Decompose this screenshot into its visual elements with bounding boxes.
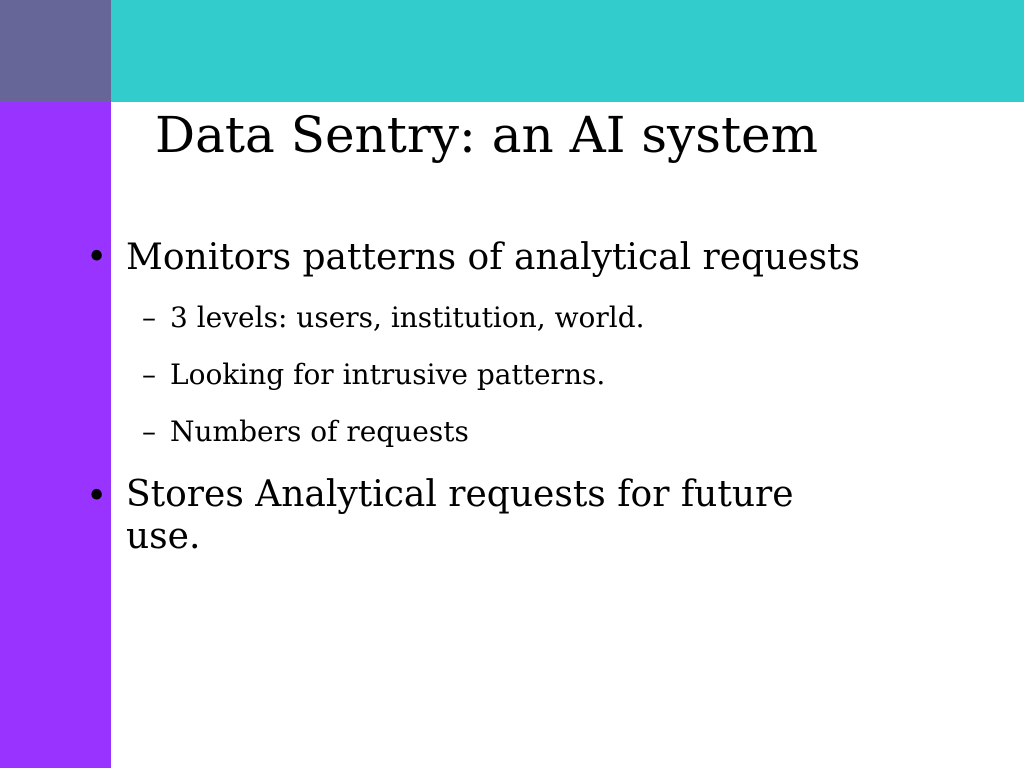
corner-block [0, 0, 111, 102]
sub-bullet-text: Looking for intrusive patterns. [170, 358, 606, 391]
sub-bullet-marker: – [142, 415, 156, 448]
sub-bullet-marker: – [142, 301, 156, 334]
bullet-text: Stores Analytical requests for future us… [126, 474, 794, 557]
slide-title: Data Sentry: an AI system [155, 106, 819, 164]
top-color-band [111, 0, 1024, 102]
sub-bullet-text: 3 levels: users, institution, world. [170, 301, 645, 334]
sub-bullet-text: Numbers of requests [170, 415, 469, 448]
bullet-marker: • [86, 237, 108, 278]
bullet-text: Monitors patterns of analytical requests [126, 237, 860, 278]
left-color-band [0, 102, 111, 768]
sub-bullet-marker: – [142, 358, 156, 391]
bullet-marker: • [86, 476, 108, 517]
